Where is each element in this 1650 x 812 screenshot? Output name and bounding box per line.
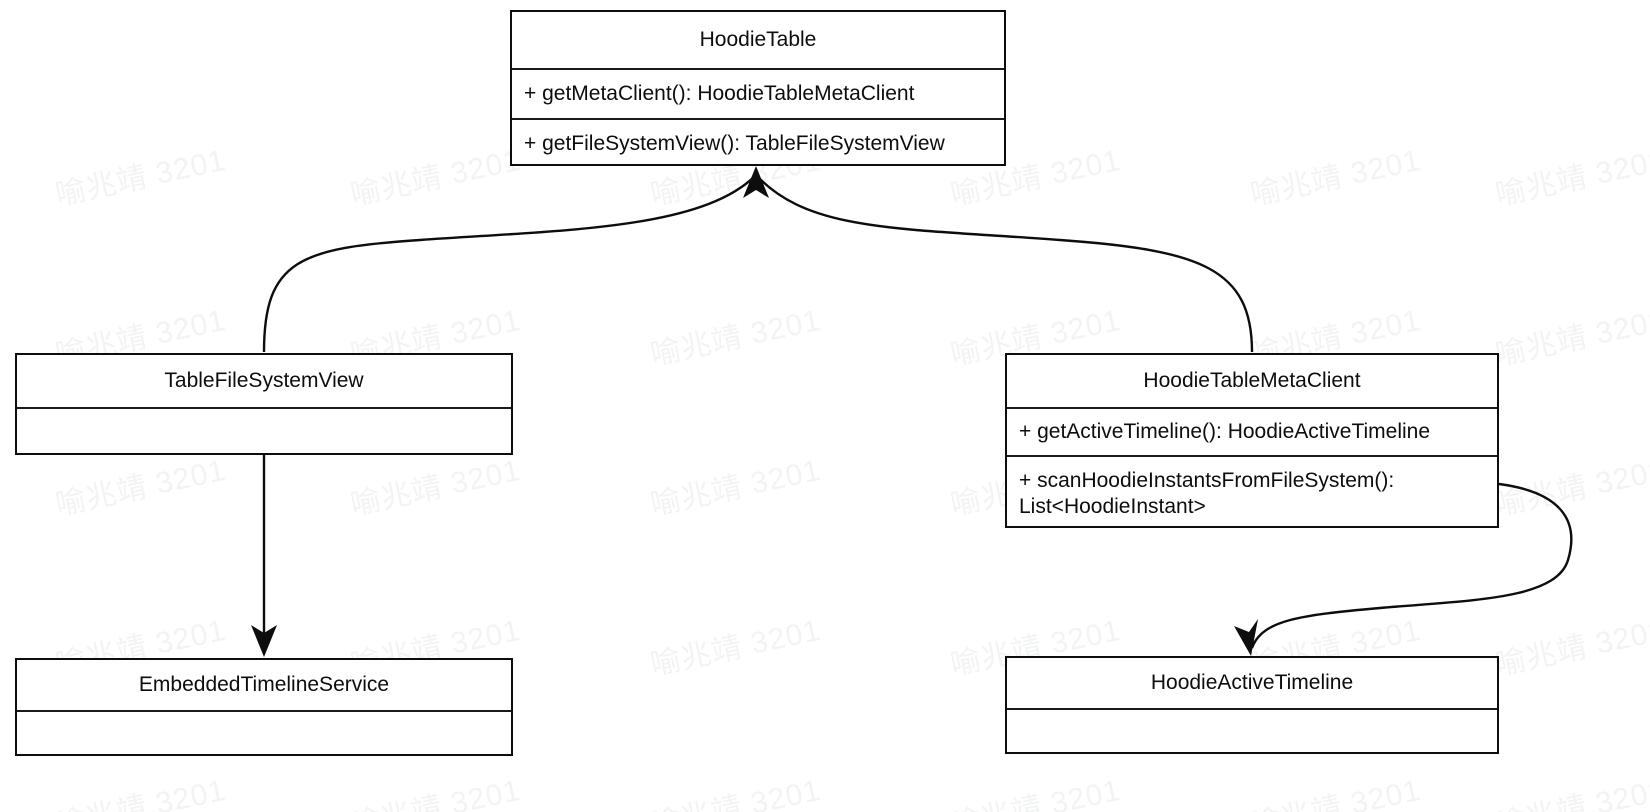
- watermark-text: 喻兆靖 3201: [1492, 303, 1650, 373]
- arrowhead-hoodie-table: [743, 166, 769, 198]
- watermark-text: 喻兆靖 3201: [1492, 143, 1650, 213]
- class-box-hoodie-active-timeline[interactable]: HoodieActiveTimeline: [1005, 656, 1499, 754]
- watermark-text: 喻兆靖 3201: [52, 143, 229, 213]
- watermark-text: 喻兆靖 3201: [1247, 143, 1424, 213]
- arrowhead-embedded-timeline-service: [251, 625, 277, 657]
- watermark-text: 喻兆靖 3201: [1493, 773, 1650, 812]
- watermark-text: 喻兆靖 3201: [1492, 453, 1650, 523]
- watermark-text: 喻兆靖 3201: [1492, 613, 1650, 683]
- watermark-text: 喻兆靖 3201: [347, 143, 524, 213]
- arrowhead-hoodie-active-timeline: [1234, 619, 1258, 656]
- class-name-table-file-system-view: TableFileSystemView: [164, 369, 364, 392]
- class-name-embedded-timeline-service: EmbeddedTimelineService: [138, 673, 390, 696]
- class-name-hoodie-active-timeline: HoodieActiveTimeline: [1150, 671, 1354, 694]
- class-member-hoodie-table-1: + getFileSystemView(): TableFileSystemVi…: [512, 118, 1004, 168]
- watermark-text: 喻兆靖 3201: [947, 773, 1124, 812]
- watermark-text: 喻兆靖 3201: [647, 303, 824, 373]
- class-attributes-compartment-hoodie-active-timeline: [1007, 708, 1497, 756]
- class-attributes-compartment-table-file-system-view: [17, 407, 511, 457]
- class-attributes-compartment-embedded-timeline-service: [17, 710, 511, 758]
- watermark-text: 喻兆靖 3201: [647, 453, 824, 523]
- class-member-hoodie-table-0: + getMetaClient(): HoodieTableMetaClient: [512, 68, 1004, 118]
- class-box-hoodie-table-meta-client[interactable]: HoodieTableMetaClient + getActiveTimeline…: [1005, 353, 1499, 528]
- class-box-table-file-system-view[interactable]: TableFileSystemView: [15, 353, 513, 455]
- class-box-embedded-timeline-service[interactable]: EmbeddedTimelineService: [15, 658, 513, 756]
- class-name-hoodie-table: HoodieTable: [699, 28, 817, 51]
- class-name-hoodie-table-meta-client: HoodieTableMetaClient: [1143, 369, 1361, 392]
- class-member-hoodie-table-meta-client-0: + getActiveTimeline(): HoodieActiveTimel…: [1007, 407, 1497, 455]
- watermark-text: 喻兆靖 3201: [347, 773, 524, 812]
- watermark-text: 喻兆靖 3201: [647, 613, 824, 683]
- watermark-text: 喻兆靖 3201: [1247, 773, 1424, 812]
- watermark-text: 喻兆靖 3201: [52, 773, 229, 812]
- class-member-hoodie-table-meta-client-1: + scanHoodieInstantsFromFileSystem():Lis…: [1007, 455, 1497, 530]
- edge-tfsv-to-hoodietable: [262, 175, 756, 353]
- watermark-text: 喻兆靖 3201: [647, 773, 824, 812]
- edge-htmc-to-hoodietable: [756, 175, 1254, 353]
- class-box-hoodie-table[interactable]: HoodieTable + getMetaClient(): HoodieTabl…: [510, 10, 1006, 166]
